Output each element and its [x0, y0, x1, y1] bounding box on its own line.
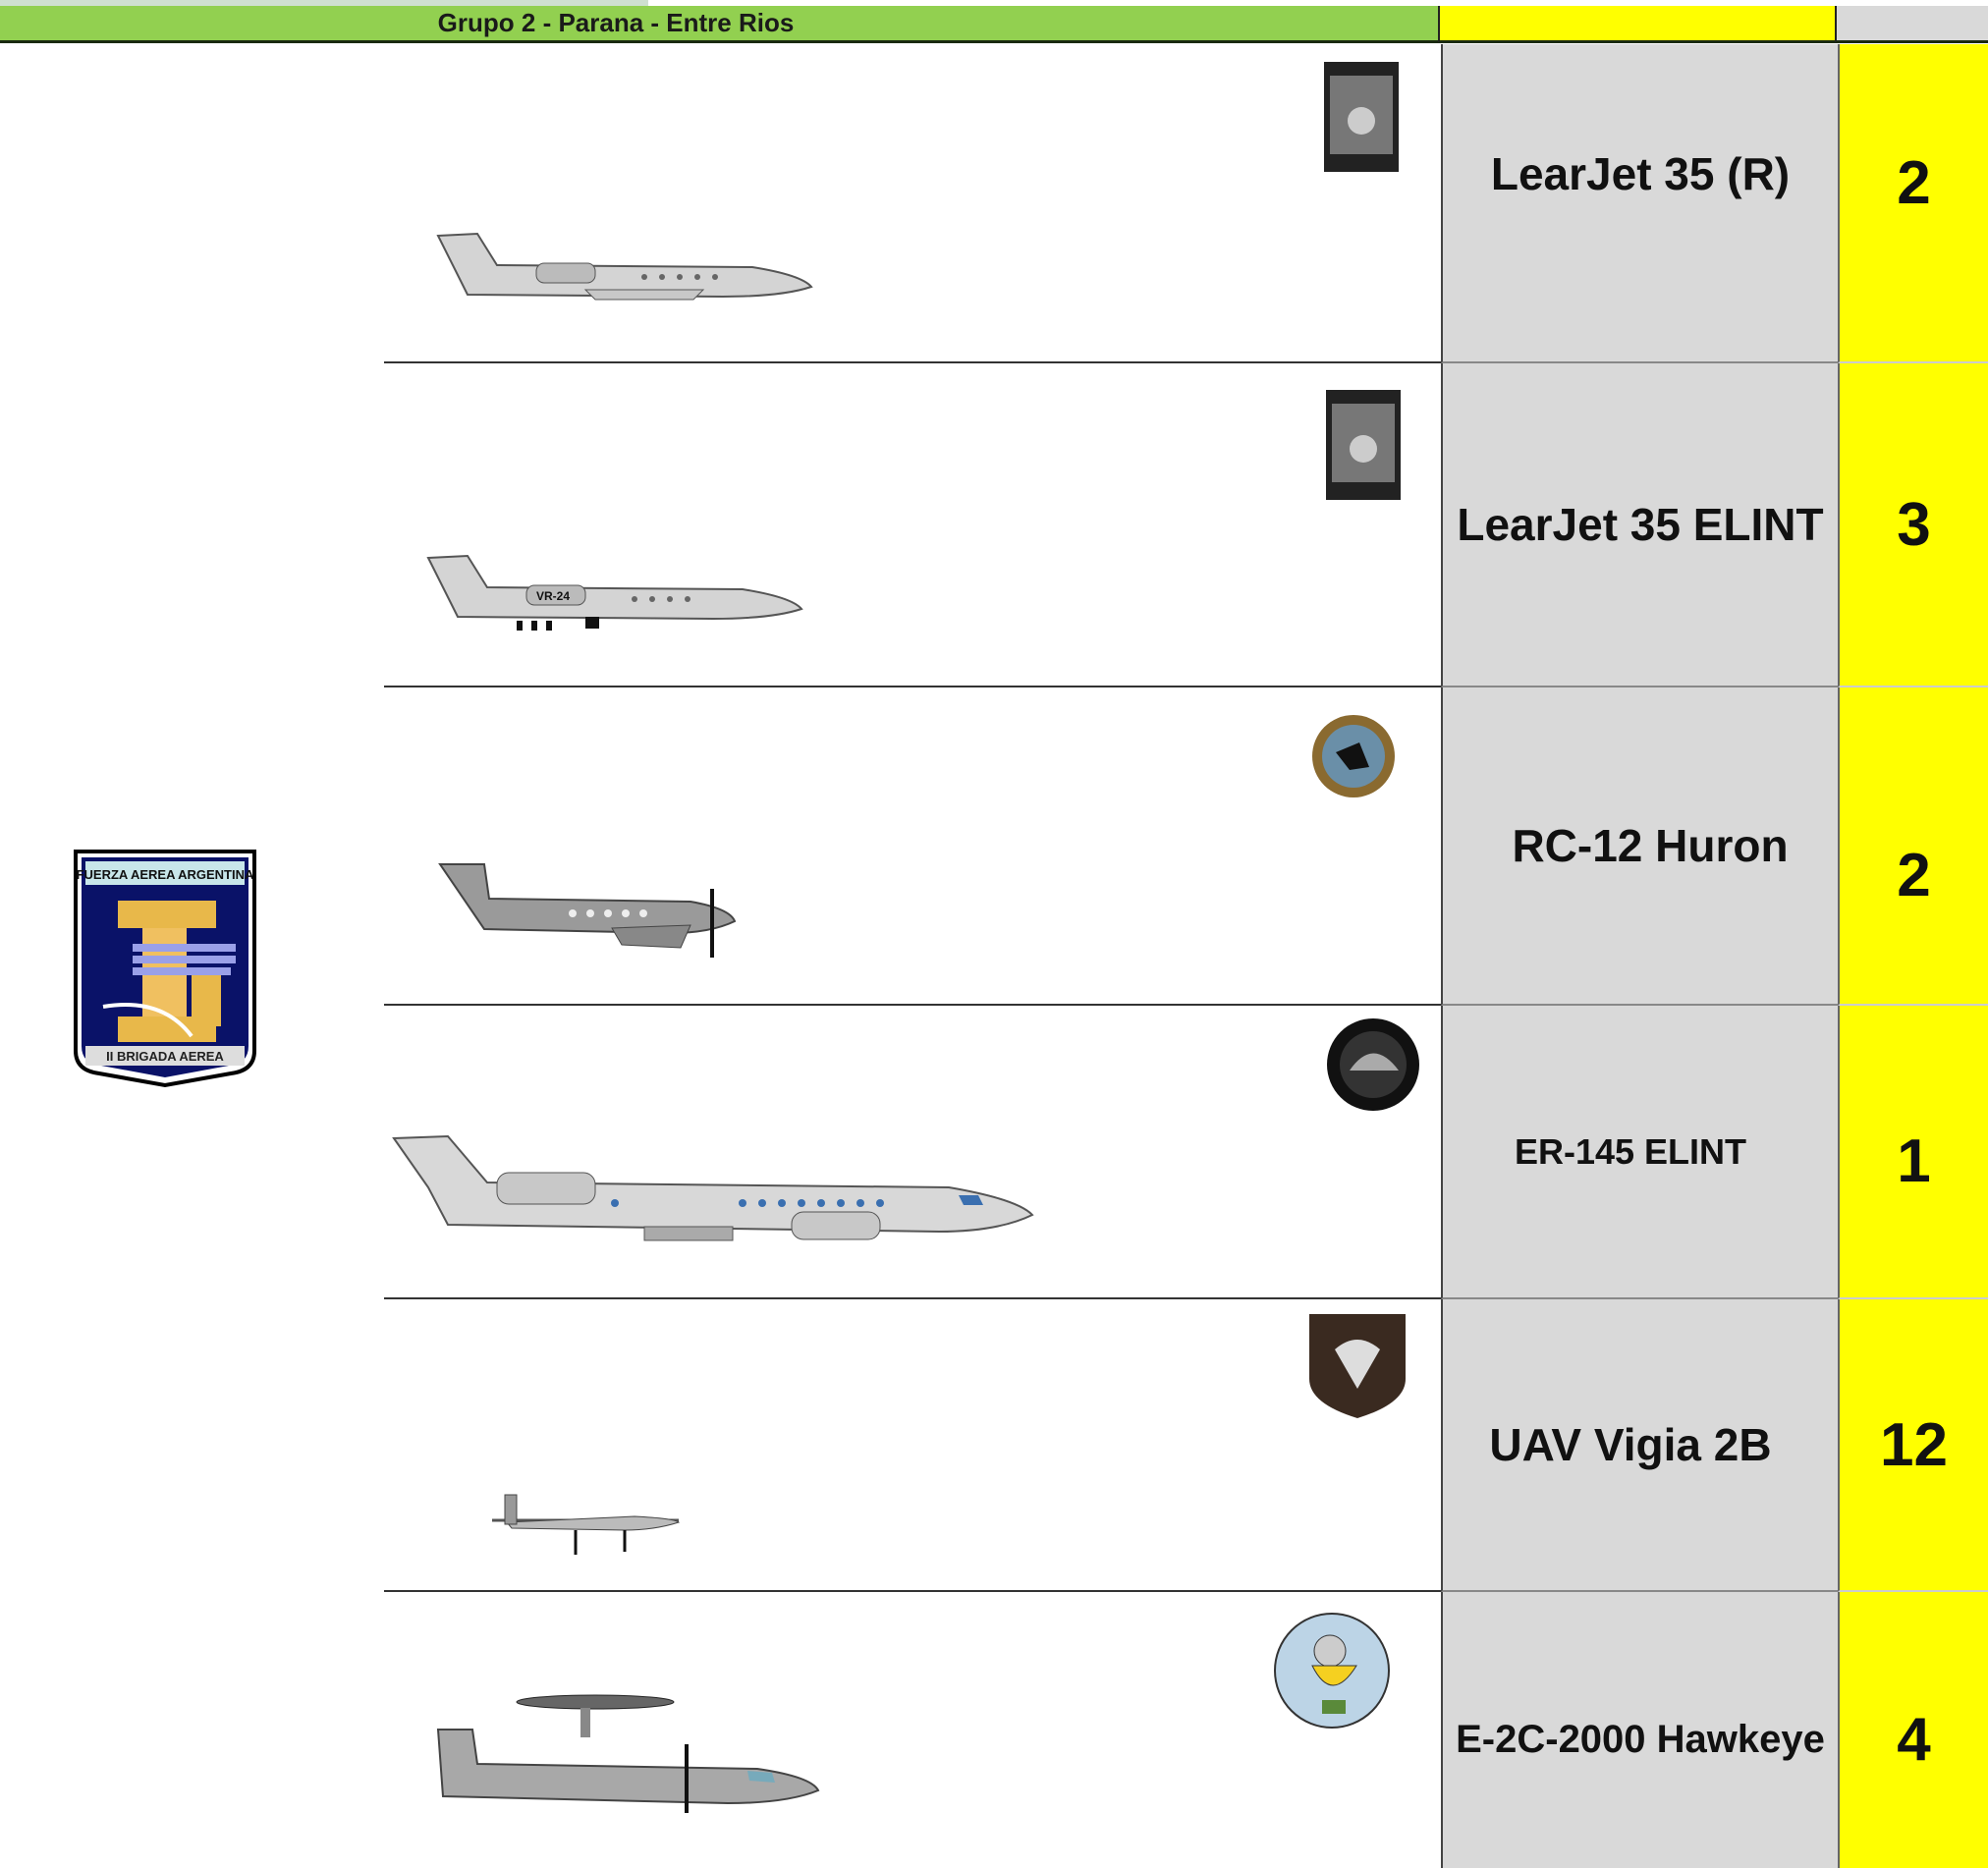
round-badge-icon: [1312, 715, 1395, 797]
aircraft-name: LearJet 35 ELINT: [1441, 363, 1838, 687]
round-badge-icon: [1327, 1018, 1419, 1111]
aircraft-name: ER-145 ELINT: [1441, 1006, 1838, 1299]
logo-top-text: FUERZA AEREA ARGENTINA: [77, 867, 254, 882]
aircraft-count: 3: [1838, 363, 1988, 687]
aircraft-name: LearJet 35 (R): [1441, 44, 1838, 363]
aircraft-count: 4: [1838, 1592, 1988, 1868]
header-yellow-cell: [1438, 6, 1835, 43]
header-gray-cell: [1835, 6, 1988, 43]
aircraft-name: E-2C-2000 Hawkeye: [1441, 1592, 1838, 1868]
aircraft-name: RC-12 Huron: [1441, 687, 1838, 1006]
shield-patch-icon: [1309, 1314, 1406, 1418]
learjet-icon: VR-24: [426, 554, 803, 631]
aircraft-image-cell: [384, 1006, 1441, 1299]
aircraft-count: 2: [1838, 687, 1988, 1006]
aircraft-image-cell: [384, 1299, 1441, 1592]
squadron-patch-icon: [1326, 390, 1401, 500]
awacs-icon: [436, 1694, 820, 1813]
aircraft-name: UAV Vigia 2B: [1441, 1299, 1838, 1592]
drone-icon: [492, 1494, 681, 1555]
squadron-patch-icon: [1324, 62, 1399, 172]
aircraft-count: 12: [1838, 1299, 1988, 1592]
aircraft-image-cell: [384, 44, 1441, 363]
header-title-cell: Grupo 2 - Parana - Entre Rios: [0, 6, 1438, 43]
top-strip: [0, 0, 648, 6]
turboprop-icon: [438, 863, 737, 958]
aircraft-image-cell: [384, 687, 1441, 1006]
cartoon-badge-icon: [1274, 1613, 1390, 1729]
aircraft-marking: VR-24: [536, 589, 570, 603]
regional-jet-icon: [392, 1134, 1034, 1241]
logo-bottom-text: II BRIGADA AEREA: [106, 1049, 224, 1064]
aircraft-image-cell: [384, 1592, 1441, 1868]
learjet-icon: [436, 232, 813, 301]
aircraft-count: 1: [1838, 1006, 1988, 1299]
brigade-crest-icon: FUERZA AEREA ARGENTINA II BRIGADA AEREA: [74, 850, 256, 1088]
header-title: Grupo 2 - Parana - Entre Rios: [437, 8, 795, 37]
aircraft-count: 2: [1838, 44, 1988, 363]
aircraft-image-cell: VR-24: [384, 363, 1441, 687]
